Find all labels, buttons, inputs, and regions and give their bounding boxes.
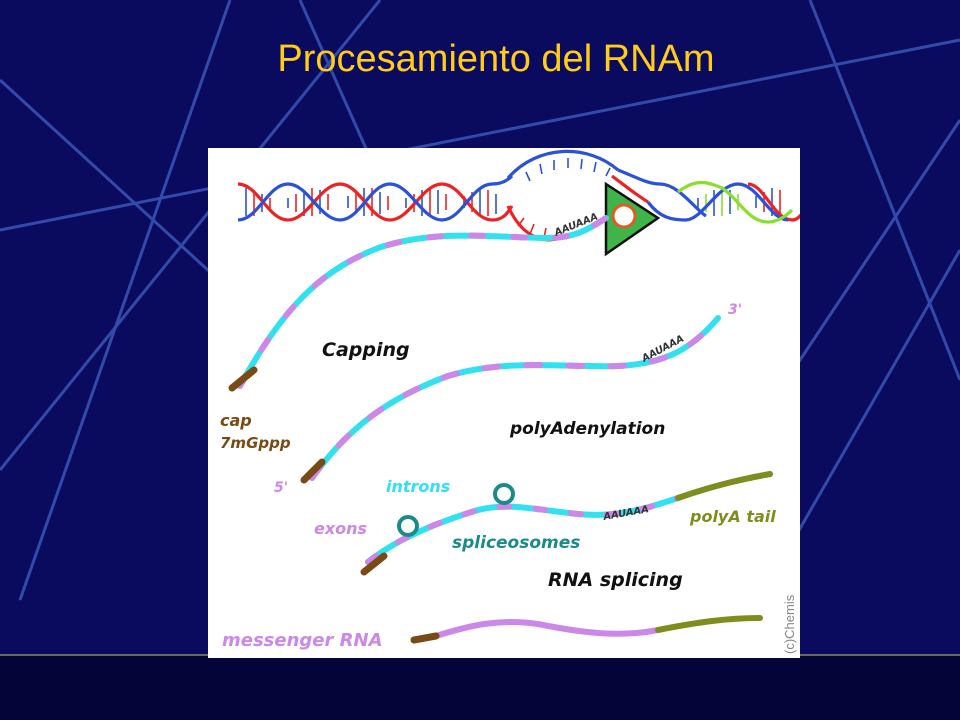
exons-label: exons — [314, 519, 367, 538]
spliceosome-icon — [399, 517, 417, 535]
slide-title: Procesamiento del RNAm — [0, 38, 960, 81]
dna-bubble-template — [508, 151, 618, 178]
cap-structure-label: 7mGppp — [220, 434, 291, 452]
mrna-processing-diagram: AAUAAA 3' Capping AAUAAA cap 7mGppp poly… — [208, 148, 800, 658]
diagram-panel: AAUAAA 3' Capping AAUAAA cap 7mGppp poly… — [208, 148, 800, 658]
rna-polymerase — [606, 184, 658, 254]
capping-label: Capping — [322, 339, 410, 361]
five-prime-label: 5' — [274, 480, 288, 496]
introns-label: introns — [386, 477, 450, 496]
rna-splicing-label: RNA splicing — [548, 569, 683, 591]
dna-helix — [238, 151, 800, 239]
mature-mrna-strand — [414, 618, 760, 640]
polyadenylation-label: polyAdenylation — [509, 419, 665, 439]
messenger-rna-label: messenger RNA — [222, 630, 383, 651]
aauaaa-label-low: AAUAAA — [602, 504, 650, 523]
spliceosome-icon — [495, 485, 513, 503]
three-prime-label: 3' — [728, 302, 742, 318]
cap-label: cap — [220, 411, 252, 430]
copyright-credit: (c)Chemis — [782, 594, 797, 654]
polya-tail-label: polyA tail — [689, 507, 776, 526]
spliceosomes-label: spliceosomes — [452, 533, 580, 553]
